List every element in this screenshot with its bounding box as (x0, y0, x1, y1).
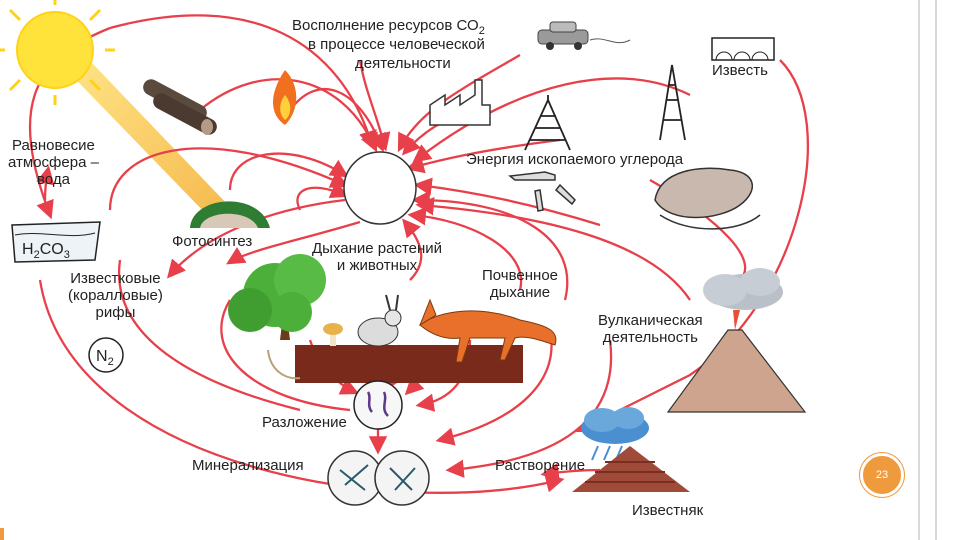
co2-label-line3: деятельности (355, 55, 451, 72)
rain-cloud-icon (581, 407, 649, 461)
rabbit-icon (357, 294, 402, 347)
co2-label-line2: в процессе человеческой (308, 36, 485, 53)
mineralization-icon (327, 450, 430, 506)
limestone-label: Известняк (632, 502, 704, 519)
oil-rig-icon (524, 64, 686, 151)
fox-icon (418, 298, 557, 363)
logs-icon (143, 79, 217, 135)
limestone-icon (572, 446, 690, 492)
photosynthesis-label: Фотосинтез (172, 233, 253, 250)
h2co3-water-icon (11, 221, 101, 263)
decomposition-label: Разложение (262, 414, 347, 431)
lime-label: Известь (712, 62, 768, 79)
cloud-icon (703, 268, 783, 310)
pipes-icon (508, 171, 576, 212)
coal-deposit-icon (654, 167, 761, 230)
fossil-energy-label: Энергия ископаемого углерода (466, 151, 684, 168)
h2co3-label: H2CO3 (22, 241, 70, 261)
dissolution-label: Растворение (495, 457, 586, 474)
svg-text:N2: N2 (96, 348, 114, 368)
h2co3-h: H (22, 241, 34, 258)
frame-line-inner (935, 0, 937, 540)
volcano-icon (666, 310, 807, 413)
respiration-label: Дыхание растений и животных (312, 240, 443, 274)
fire-icon (272, 70, 297, 125)
volcanic-label: Вулканическая деятельность (598, 312, 703, 346)
lime-kiln-icon (711, 37, 775, 61)
co2-label: Восполнение ресурсов СО2 (292, 17, 485, 37)
tree-icon (228, 254, 326, 380)
corner-accent (0, 528, 4, 540)
atmosphere-co2-circle (343, 151, 417, 225)
mineralization-label: Минерализация (192, 457, 304, 474)
sun-icon (0, 0, 115, 105)
soil-block (295, 345, 523, 383)
frame-line-outer (918, 0, 920, 540)
soil-respiration-label: Почвенное дыхание (482, 267, 559, 301)
car-icon (537, 21, 631, 50)
factory-icon (429, 79, 491, 126)
microbes-icon (353, 380, 403, 430)
n2-icon: N2 (88, 337, 124, 373)
balance-label: Равновесие атмосфера – вода (8, 137, 99, 188)
page-number-badge: 23 (860, 453, 904, 497)
reefs-label: Известковые (коралловые) рифы (68, 270, 163, 321)
mushroom-icon (323, 323, 343, 346)
leaf-litter-icon (190, 201, 270, 228)
